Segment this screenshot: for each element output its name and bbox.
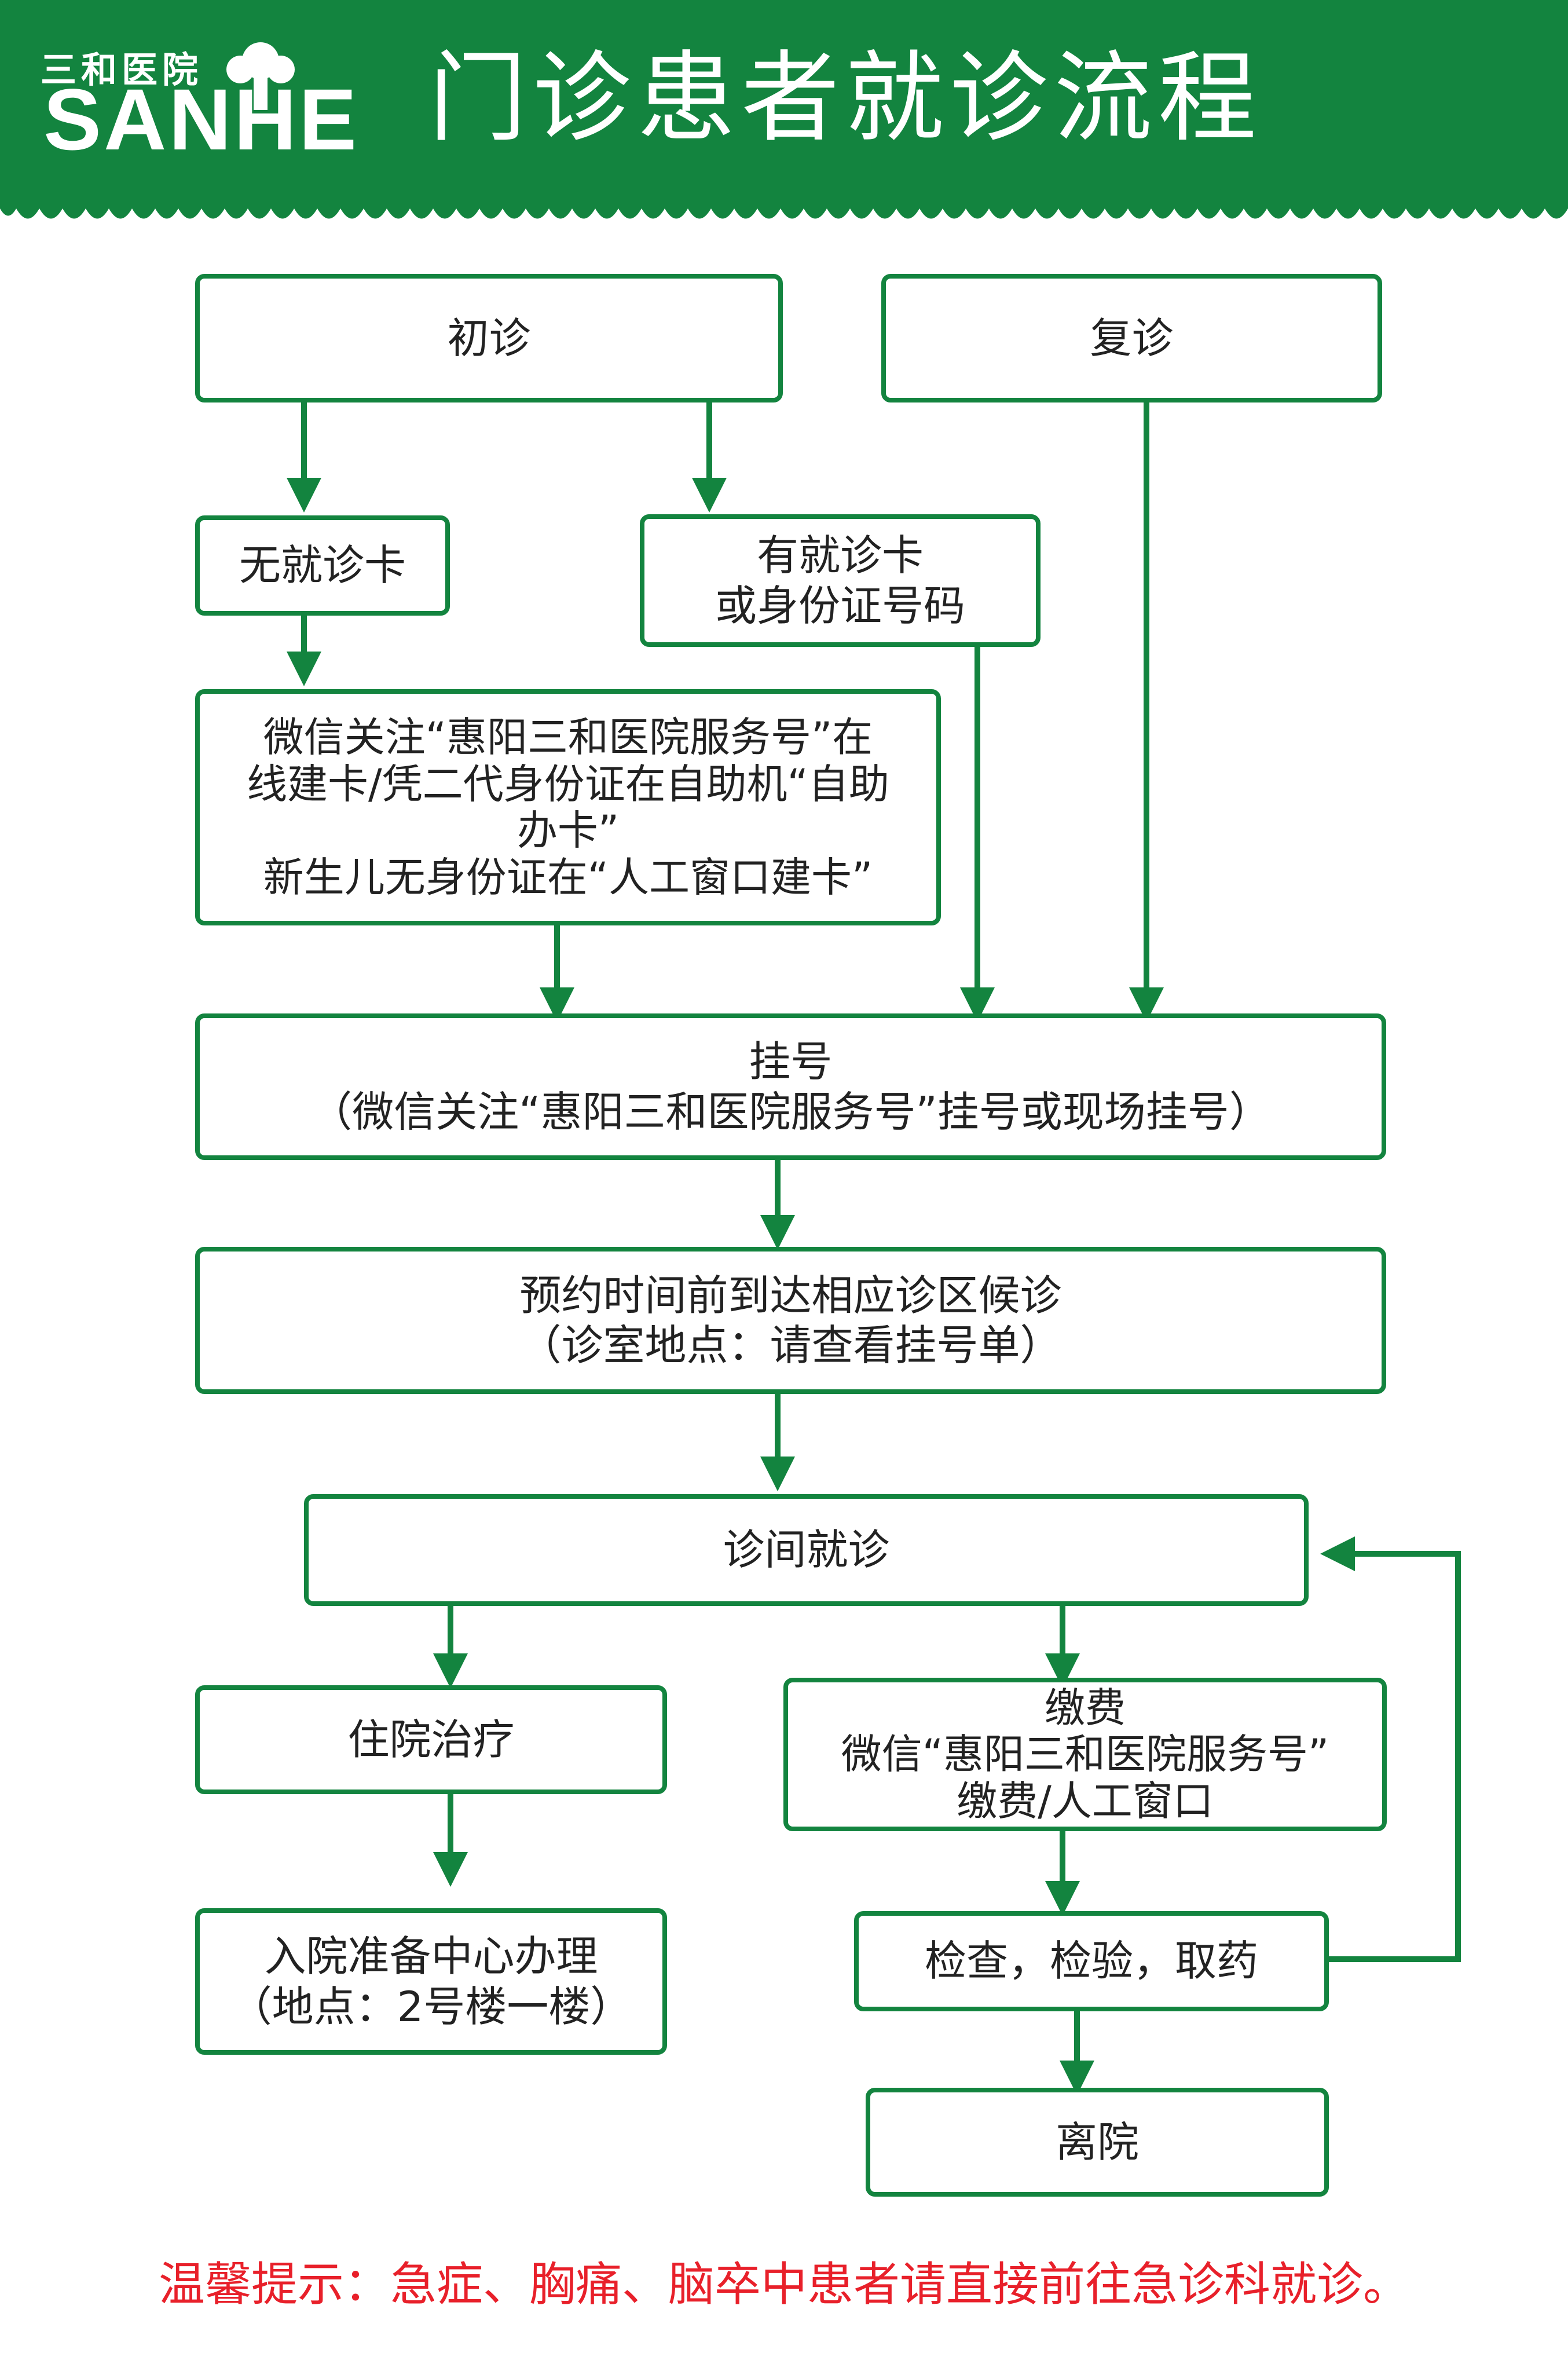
consult-label: 诊间就诊 <box>723 1525 890 1575</box>
wechat-card-line-1: 微信关注“惠阳三和医院服务号”在 <box>263 713 873 761</box>
logo-english: SANHE <box>43 71 360 168</box>
exam-box: 检查，检验，取药 <box>854 1911 1329 2011</box>
payment-box: 缴费 微信“惠阳三和医院服务号” 缴费/人工窗口 <box>783 1678 1387 1831</box>
consult-box: 诊间就诊 <box>304 1494 1309 1606</box>
warm-tip: 温馨提示：急症、胸痛、脑卒中患者请直接前往急诊科就诊。 <box>159 2257 1409 2311</box>
header-banner: 三和医院 SANHE 门诊患者就诊流程 <box>0 0 1568 208</box>
hospitalize-label: 住院治疗 <box>347 1715 515 1764</box>
no-card-label: 无就诊卡 <box>239 541 406 590</box>
has-card-box: 有就诊卡 或身份证号码 <box>640 514 1041 647</box>
return-visit-box: 复诊 <box>881 274 1382 402</box>
wait-line-2: （诊室地点：请查看挂号单） <box>519 1321 1062 1370</box>
header-scallop-edge <box>0 197 1568 219</box>
wait-box: 预约时间前到达相应诊区候诊 （诊室地点：请查看挂号单） <box>195 1247 1386 1394</box>
register-line-1: 挂号 <box>749 1037 833 1086</box>
wait-line-1: 预约时间前到达相应诊区候诊 <box>519 1271 1062 1320</box>
leave-label: 离院 <box>1055 2117 1139 2167</box>
wechat-card-line-2: 线建卡/凭二代身份证在自助机“自助 <box>247 760 889 808</box>
hospitalize-box: 住院治疗 <box>195 1685 667 1794</box>
logo-chinese: 三和医院 <box>41 49 203 91</box>
return-visit-label: 复诊 <box>1090 313 1174 363</box>
first-visit-label: 初诊 <box>447 313 531 363</box>
tree-logo-icon <box>226 42 295 110</box>
payment-line-1: 缴费 <box>1045 1684 1126 1732</box>
leave-box: 离院 <box>866 2088 1329 2197</box>
no-card-box: 无就诊卡 <box>195 515 450 616</box>
wechat-card-box: 微信关注“惠阳三和医院服务号”在 线建卡/凭二代身份证在自助机“自助 办卡” 新… <box>195 689 941 925</box>
wechat-card-line-4: 新生儿无身份证在“人工窗口建卡” <box>263 853 873 901</box>
admission-box: 入院准备中心办理 （地点：2号楼一楼） <box>195 1908 667 2055</box>
first-visit-box: 初诊 <box>195 274 783 402</box>
admission-line-2: （地点：2号楼一楼） <box>230 1982 632 2031</box>
has-card-line-1: 有就诊卡 <box>756 531 924 580</box>
register-line-2: （微信关注“惠阳三和医院服务号”挂号或现场挂号） <box>310 1087 1271 1136</box>
page-title: 门诊患者就诊流程 <box>428 41 1263 156</box>
has-card-line-2: 或身份证号码 <box>715 581 965 630</box>
payment-line-3: 缴费/人工窗口 <box>957 1777 1214 1825</box>
register-box: 挂号 （微信关注“惠阳三和医院服务号”挂号或现场挂号） <box>195 1013 1386 1160</box>
payment-line-2: 微信“惠阳三和医院服务号” <box>841 1730 1329 1779</box>
wechat-card-line-3: 办卡” <box>516 807 620 854</box>
admission-line-1: 入院准备中心办理 <box>264 1932 598 1981</box>
exam-label: 检查，检验，取药 <box>924 1937 1258 1986</box>
arrow-exam-back-to-consult <box>1320 1536 1461 1962</box>
